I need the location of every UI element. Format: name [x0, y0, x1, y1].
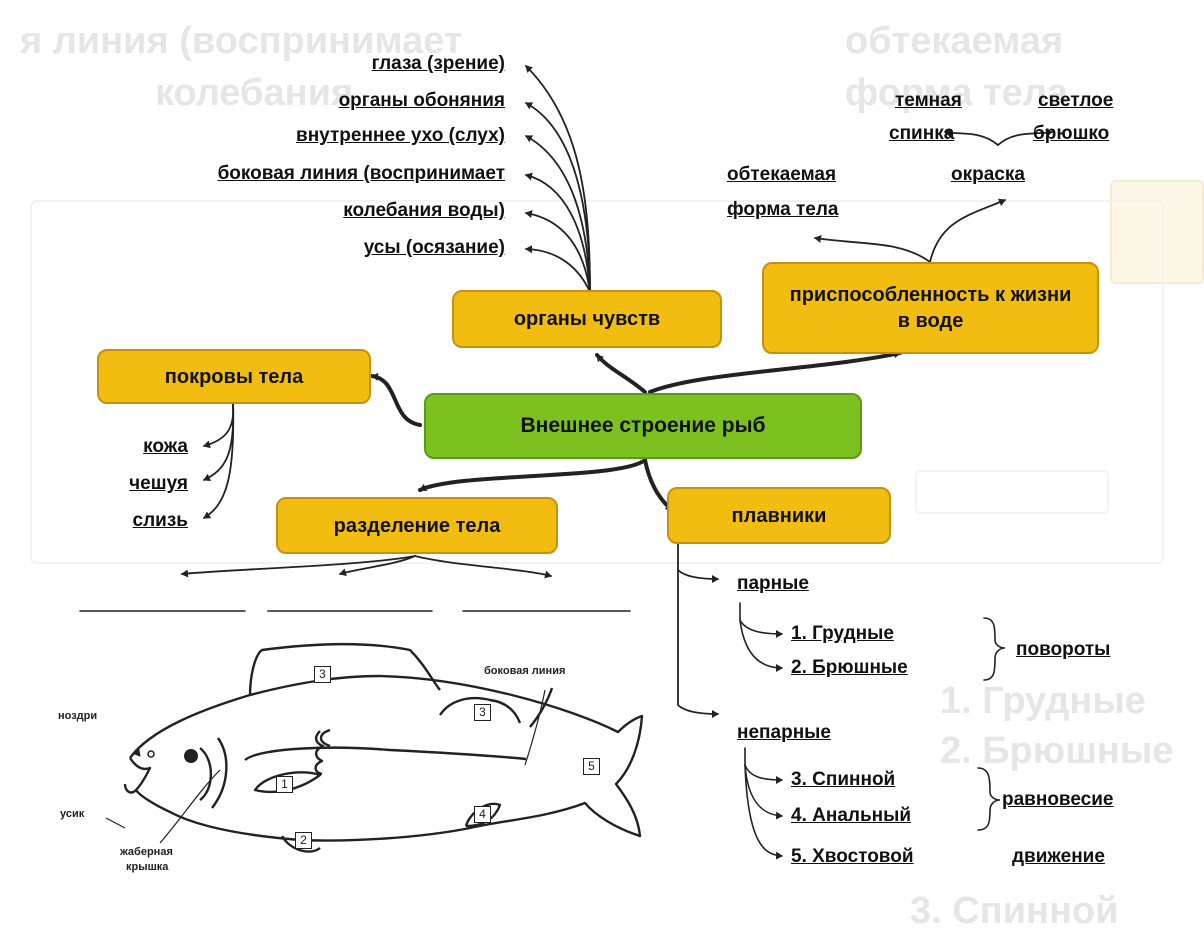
body-division-box: разделение тела [276, 497, 558, 554]
fish-number-1: 1 [276, 776, 293, 793]
cover-item-mucus: слизь [132, 510, 188, 531]
fish-number-4: 4 [474, 806, 491, 823]
sense-item-barbels: усы (осязание) [363, 237, 505, 258]
fish-eye [184, 749, 198, 763]
fish-label-gill-cover-1: жаберная [120, 846, 173, 858]
sense-item-eyes: глаза (зрение) [371, 53, 505, 74]
ghost-box [915, 470, 1109, 514]
fin-ventral: 2. Брюшные [791, 657, 908, 678]
ghost-text: колебания [155, 72, 354, 114]
sense-item-lateral-line: боковая линия (воспринимает [217, 163, 505, 184]
dark-back-line1: темная [895, 90, 962, 111]
ghost-text: форма тела [845, 72, 1068, 114]
cover-item-skin: кожа [143, 436, 188, 457]
ghost-box [30, 200, 1164, 564]
sense-organs-box: органы чувств [452, 290, 722, 348]
ghost-text: 1. Грудные [940, 680, 1146, 722]
fish-number-3-second-dorsal: 3 [474, 704, 491, 721]
fin-dorsal: 3. Спинной [791, 769, 896, 790]
fish-label-lateral-line: боковая линия [484, 665, 566, 677]
sense-item-smell: органы обоняния [338, 90, 505, 111]
fish-number-2: 2 [295, 832, 312, 849]
fish-label-nostrils: ноздри [58, 710, 98, 722]
light-belly-line2: брюшко [1033, 123, 1110, 144]
ghost-box [1110, 180, 1204, 284]
shape-label-line1: обтекаемая [727, 164, 837, 185]
sense-item-lateral-line-cont: колебания воды) [343, 200, 505, 221]
sense-item-hearing: внутреннее ухо (слух) [296, 125, 505, 146]
light-belly-line1: светлое [1038, 90, 1114, 111]
fins-box: плавники [667, 487, 891, 544]
ghost-text: я линия (воспринимает [20, 20, 463, 62]
ghost-text: 2. Брюшные [940, 730, 1174, 772]
body-covers-box: покровы тела [97, 349, 371, 404]
fin-pectoral: 1. Грудные [791, 623, 894, 644]
fins-unpaired-label: непарные [737, 722, 831, 743]
coloring-label: окраска [951, 164, 1025, 185]
ghost-text: обтекаемая [845, 20, 1064, 62]
cover-item-scales: чешуя [129, 473, 188, 494]
fish-number-3-dorsal: 3 [314, 666, 331, 683]
function-balance: равновесие [1002, 789, 1114, 810]
fin-caudal: 5. Хвостовой [791, 846, 914, 867]
shape-label-line2: форма тела [727, 199, 839, 220]
fish-label-gill-cover-2: крышка [126, 861, 169, 873]
function-turns: повороты [1016, 639, 1111, 660]
fish-number-5: 5 [583, 758, 600, 775]
function-movement: движение [1012, 846, 1105, 867]
adaptation-box: приспособленность к жизни в воде [762, 262, 1099, 354]
central-topic-box: Внешнее строение рыб [424, 393, 862, 459]
fin-anal: 4. Анальный [791, 805, 912, 826]
dark-back-line2: спинка [889, 123, 955, 144]
ghost-text: 3. Спинной [910, 890, 1119, 929]
fins-paired-label: парные [737, 573, 809, 594]
fish-label-barbel: усик [60, 808, 85, 820]
